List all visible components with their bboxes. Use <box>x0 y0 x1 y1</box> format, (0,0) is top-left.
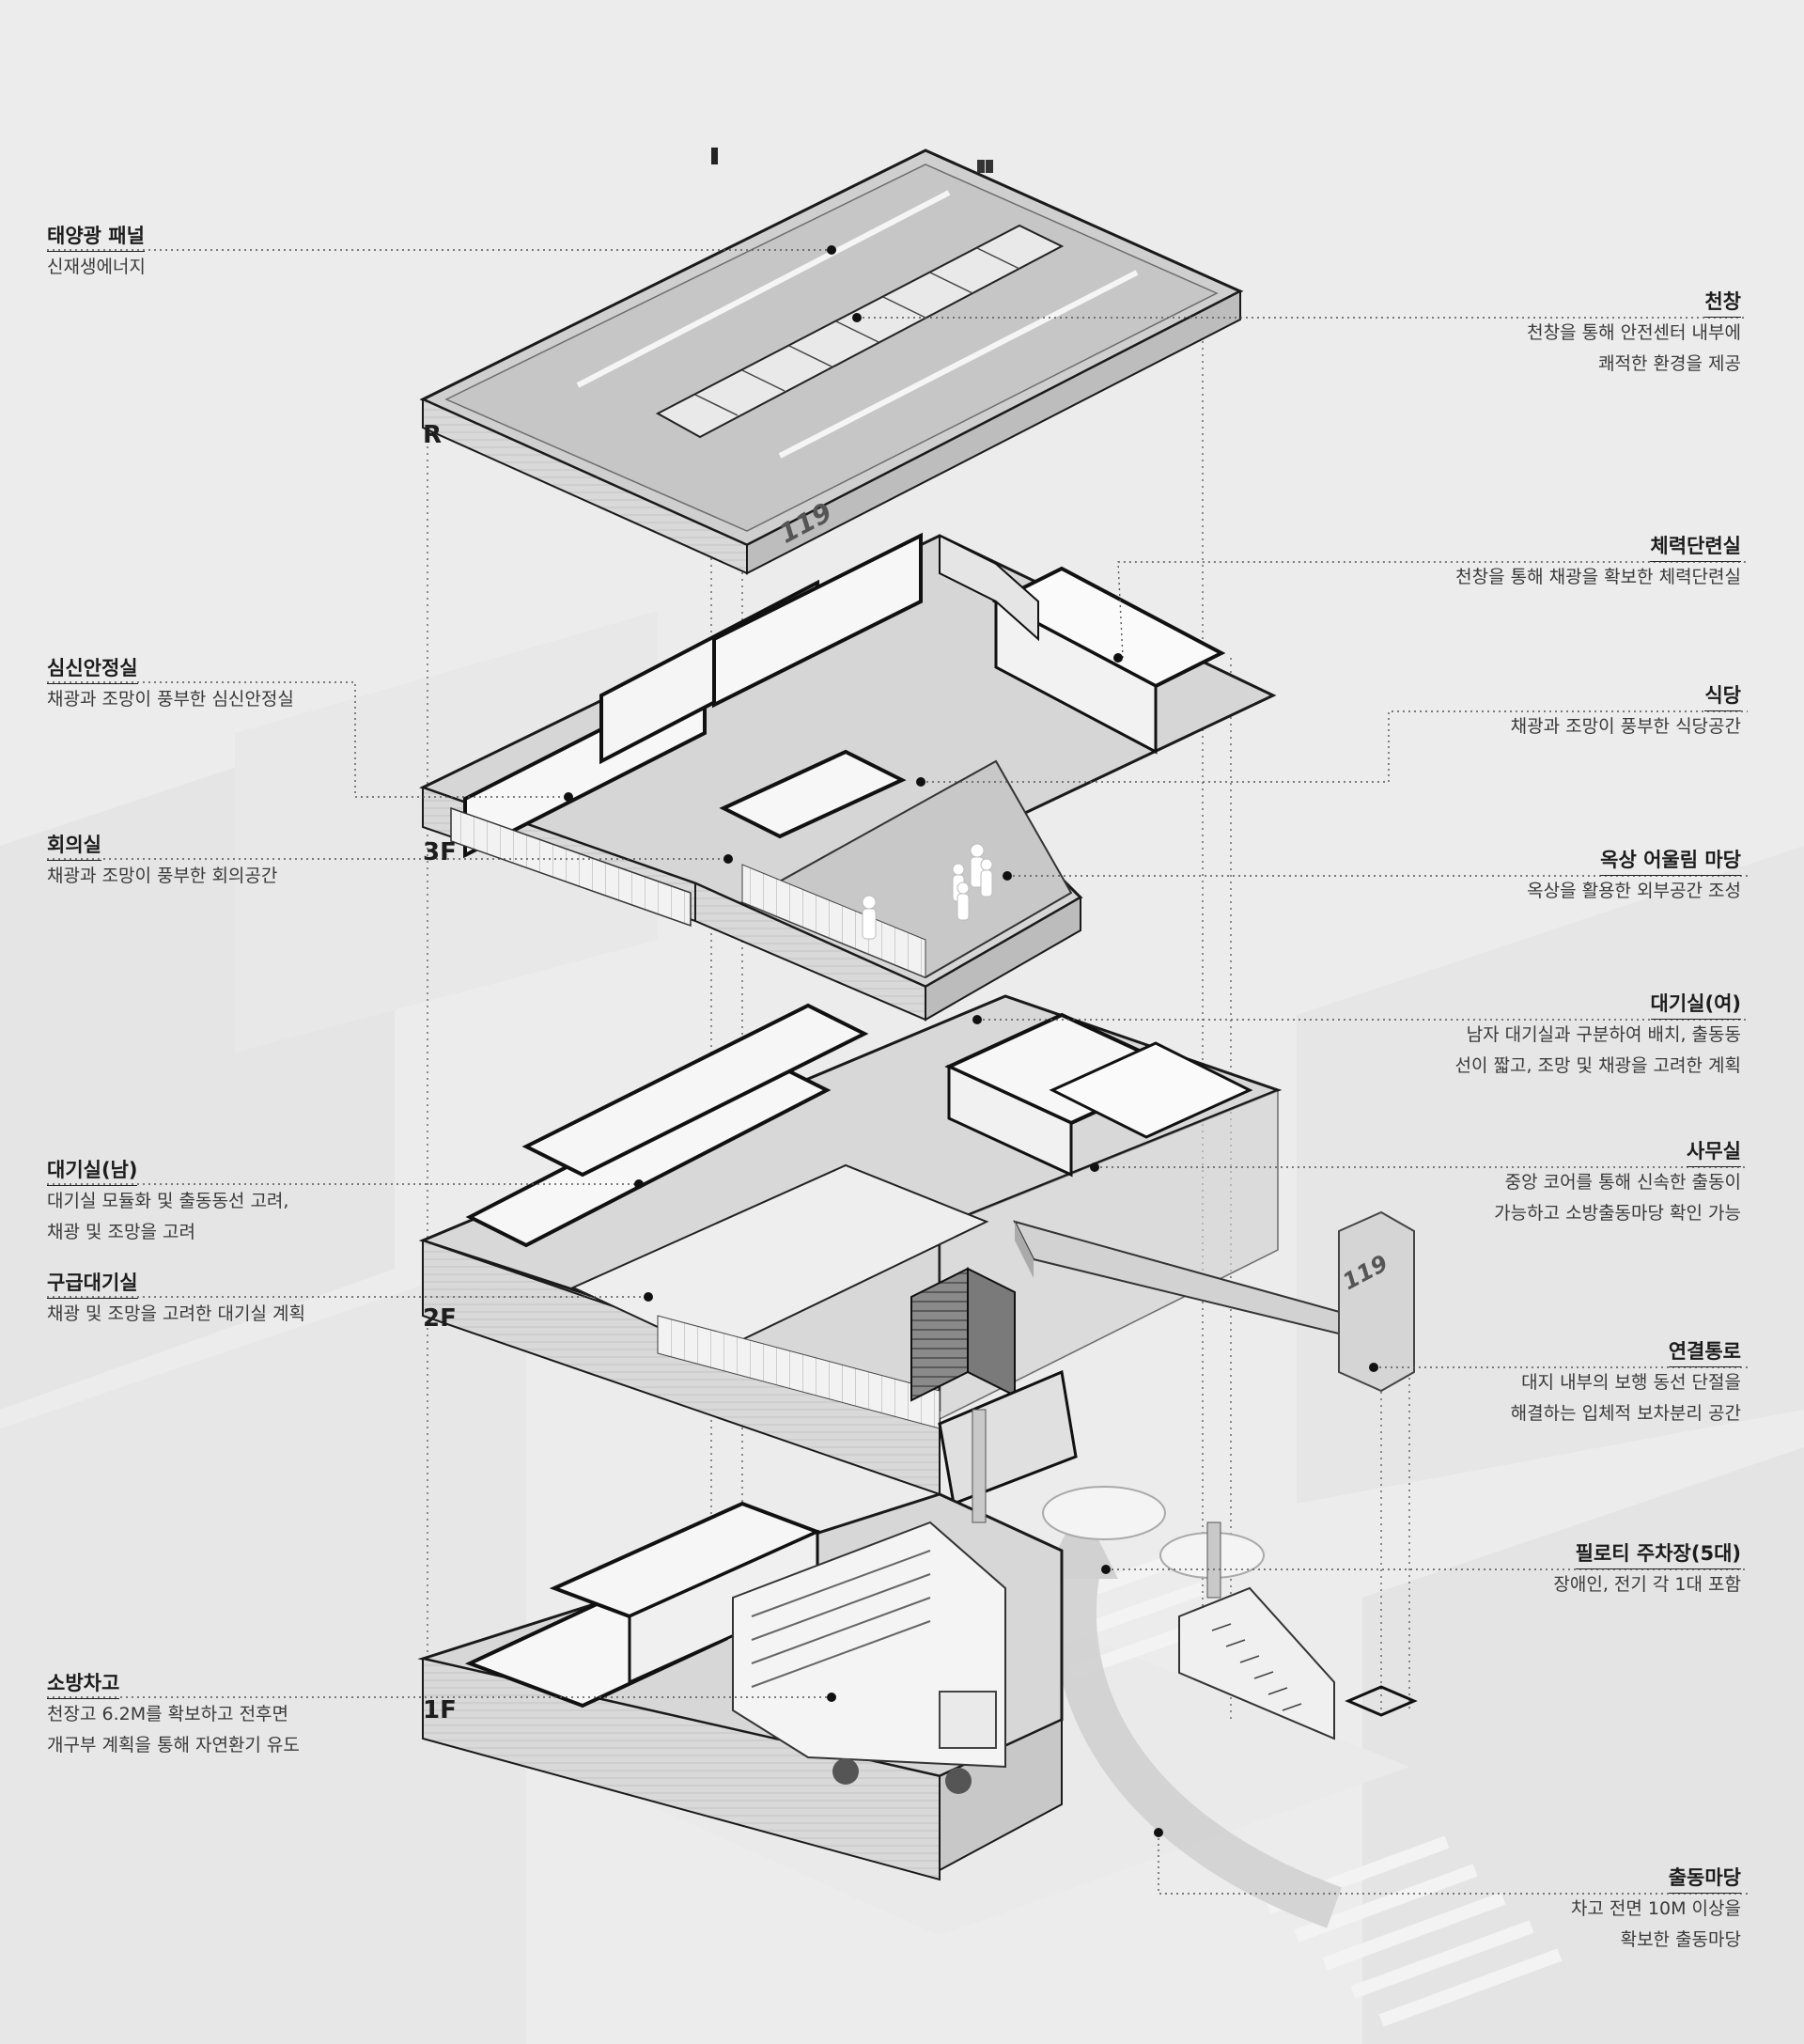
label-waiting-room-women: 대기실(여) 남자 대기실과 구분하여 배치, 출동동 선이 짧고, 조망 및 … <box>1455 990 1741 1082</box>
label-emergency-waiting: 구급대기실 채광 및 조망을 고려한 대기실 계획 <box>47 1269 305 1330</box>
label-parking: 필로티 주차장(5대) 장애인, 전기 각 1대 포함 <box>1553 1539 1741 1600</box>
label-wellness-desc: 채광과 조망이 풍부한 심신안정실 <box>47 689 294 710</box>
label-bridge: 연결통로 대지 내부의 보행 동선 단절을 해결하는 입체적 보차분리 공간 <box>1511 1337 1741 1429</box>
label-bridge-desc-2: 해결하는 입체적 보차분리 공간 <box>1510 1403 1741 1424</box>
label-dining-desc: 채광과 조망이 풍부한 식당공간 <box>1510 716 1741 737</box>
label-solar-panel: 태양광 패널 신재생에너지 <box>47 222 146 283</box>
label-solar-desc: 신재생에너지 <box>47 257 146 277</box>
label-wellness-room: 심신안정실 채광과 조망이 풍부한 심신안정실 <box>47 654 294 715</box>
label-skylight-desc-1: 천창을 통해 안전센터 내부에 <box>1527 322 1741 343</box>
label-waiting-room-men: 대기실(남) 대기실 모듈화 및 출동동선 고려, 채광 및 조망을 고려 <box>47 1156 288 1248</box>
label-emergency-desc: 채광 및 조망을 고려한 대기실 계획 <box>47 1303 305 1324</box>
label-fire-garage: 소방차고 천장고 6.2M를 확보하고 전후면 개구부 계획을 통해 자연환기 … <box>47 1669 300 1761</box>
third-floor-level <box>419 532 1277 1022</box>
label-meeting-desc: 채광과 조망이 풍부한 회의공간 <box>47 866 278 886</box>
floor-label-2f: 2F <box>423 1304 457 1333</box>
label-office: 사무실 중앙 코어를 통해 신속한 출동이 가능하고 소방출동마당 확인 가능 <box>1494 1137 1741 1229</box>
label-garage-desc-1: 천장고 6.2M를 확보하고 전후면 <box>47 1704 289 1724</box>
label-yard-title: 출동마당 <box>1668 1864 1741 1894</box>
label-dispatch-yard: 출동마당 차고 전면 10M 이상을 확보한 출동마당 <box>1571 1864 1741 1956</box>
label-dining-title: 식당 <box>1704 681 1741 711</box>
leader-dots <box>564 245 1378 1837</box>
label-office-desc-2: 가능하고 소방출동마당 확인 가능 <box>1494 1203 1741 1224</box>
label-office-desc-1: 중앙 코어를 통해 신속한 출동이 <box>1504 1172 1741 1193</box>
label-waiting-m-desc-2: 채광 및 조망을 고려 <box>47 1222 195 1242</box>
floor-label-roof: R <box>423 421 443 449</box>
label-waiting-f-title: 대기실(여) <box>1650 990 1741 1020</box>
label-meeting-room: 회의실 채광과 조망이 풍부한 회의공간 <box>47 831 277 892</box>
floor-label-3f: 3F <box>423 838 457 866</box>
label-bridge-desc-1: 대지 내부의 보행 동선 단절을 <box>1521 1372 1741 1393</box>
label-garage-title: 소방차고 <box>47 1669 120 1699</box>
label-skylight-title: 천창 <box>1704 288 1741 318</box>
label-parking-title: 필로티 주차장(5대) <box>1575 1539 1741 1569</box>
label-solar-title: 태양광 패널 <box>47 222 145 252</box>
label-fitness-title: 체력단련실 <box>1650 532 1741 562</box>
label-rooftop-title: 옥상 어울림 마당 <box>1600 846 1741 876</box>
label-yard-desc-2: 확보한 출동마당 <box>1620 1929 1741 1950</box>
label-waiting-f-desc-1: 남자 대기실과 구분하여 배치, 출동동 <box>1466 1024 1741 1045</box>
label-wellness-title: 심신안정실 <box>47 654 138 684</box>
label-fitness-room: 체력단련실 천창을 통해 채광을 확보한 체력단련실 <box>1455 532 1741 593</box>
label-yard-desc-1: 차고 전면 10M 이상을 <box>1570 1898 1741 1919</box>
label-dining: 식당 채광과 조망이 풍부한 식당공간 <box>1511 681 1741 742</box>
floor-label-1f: 1F <box>423 1696 457 1724</box>
label-fitness-desc: 천창을 통해 채광을 확보한 체력단련실 <box>1455 567 1741 587</box>
label-rooftop-desc: 옥상을 활용한 외부공간 조성 <box>1527 881 1741 901</box>
leader-lines <box>47 249 1748 1895</box>
label-waiting-f-desc-2: 선이 짧고, 조망 및 채광을 고려한 계획 <box>1454 1055 1741 1076</box>
label-waiting-m-title: 대기실(남) <box>47 1156 138 1186</box>
label-parking-desc: 장애인, 전기 각 1대 포함 <box>1553 1574 1741 1595</box>
second-floor-level <box>418 994 1415 1506</box>
label-skylight: 천창 천창을 통해 안전센터 내부에 쾌적한 환경을 제공 <box>1527 288 1741 380</box>
label-bridge-title: 연결통로 <box>1668 1337 1741 1367</box>
ground-floor-level <box>417 1409 1418 1881</box>
label-garage-desc-2: 개구부 계획을 통해 자연환기 유도 <box>47 1735 300 1755</box>
label-rooftop-yard: 옥상 어울림 마당 옥상을 활용한 외부공간 조성 <box>1527 846 1741 907</box>
label-emergency-title: 구급대기실 <box>47 1269 138 1299</box>
label-office-title: 사무실 <box>1687 1137 1741 1167</box>
roof-level <box>419 148 1244 575</box>
label-skylight-desc-2: 쾌적한 환경을 제공 <box>1598 353 1741 374</box>
label-waiting-m-desc-1: 대기실 모듈화 및 출동동선 고려, <box>47 1191 289 1211</box>
label-meeting-title: 회의실 <box>47 831 101 861</box>
